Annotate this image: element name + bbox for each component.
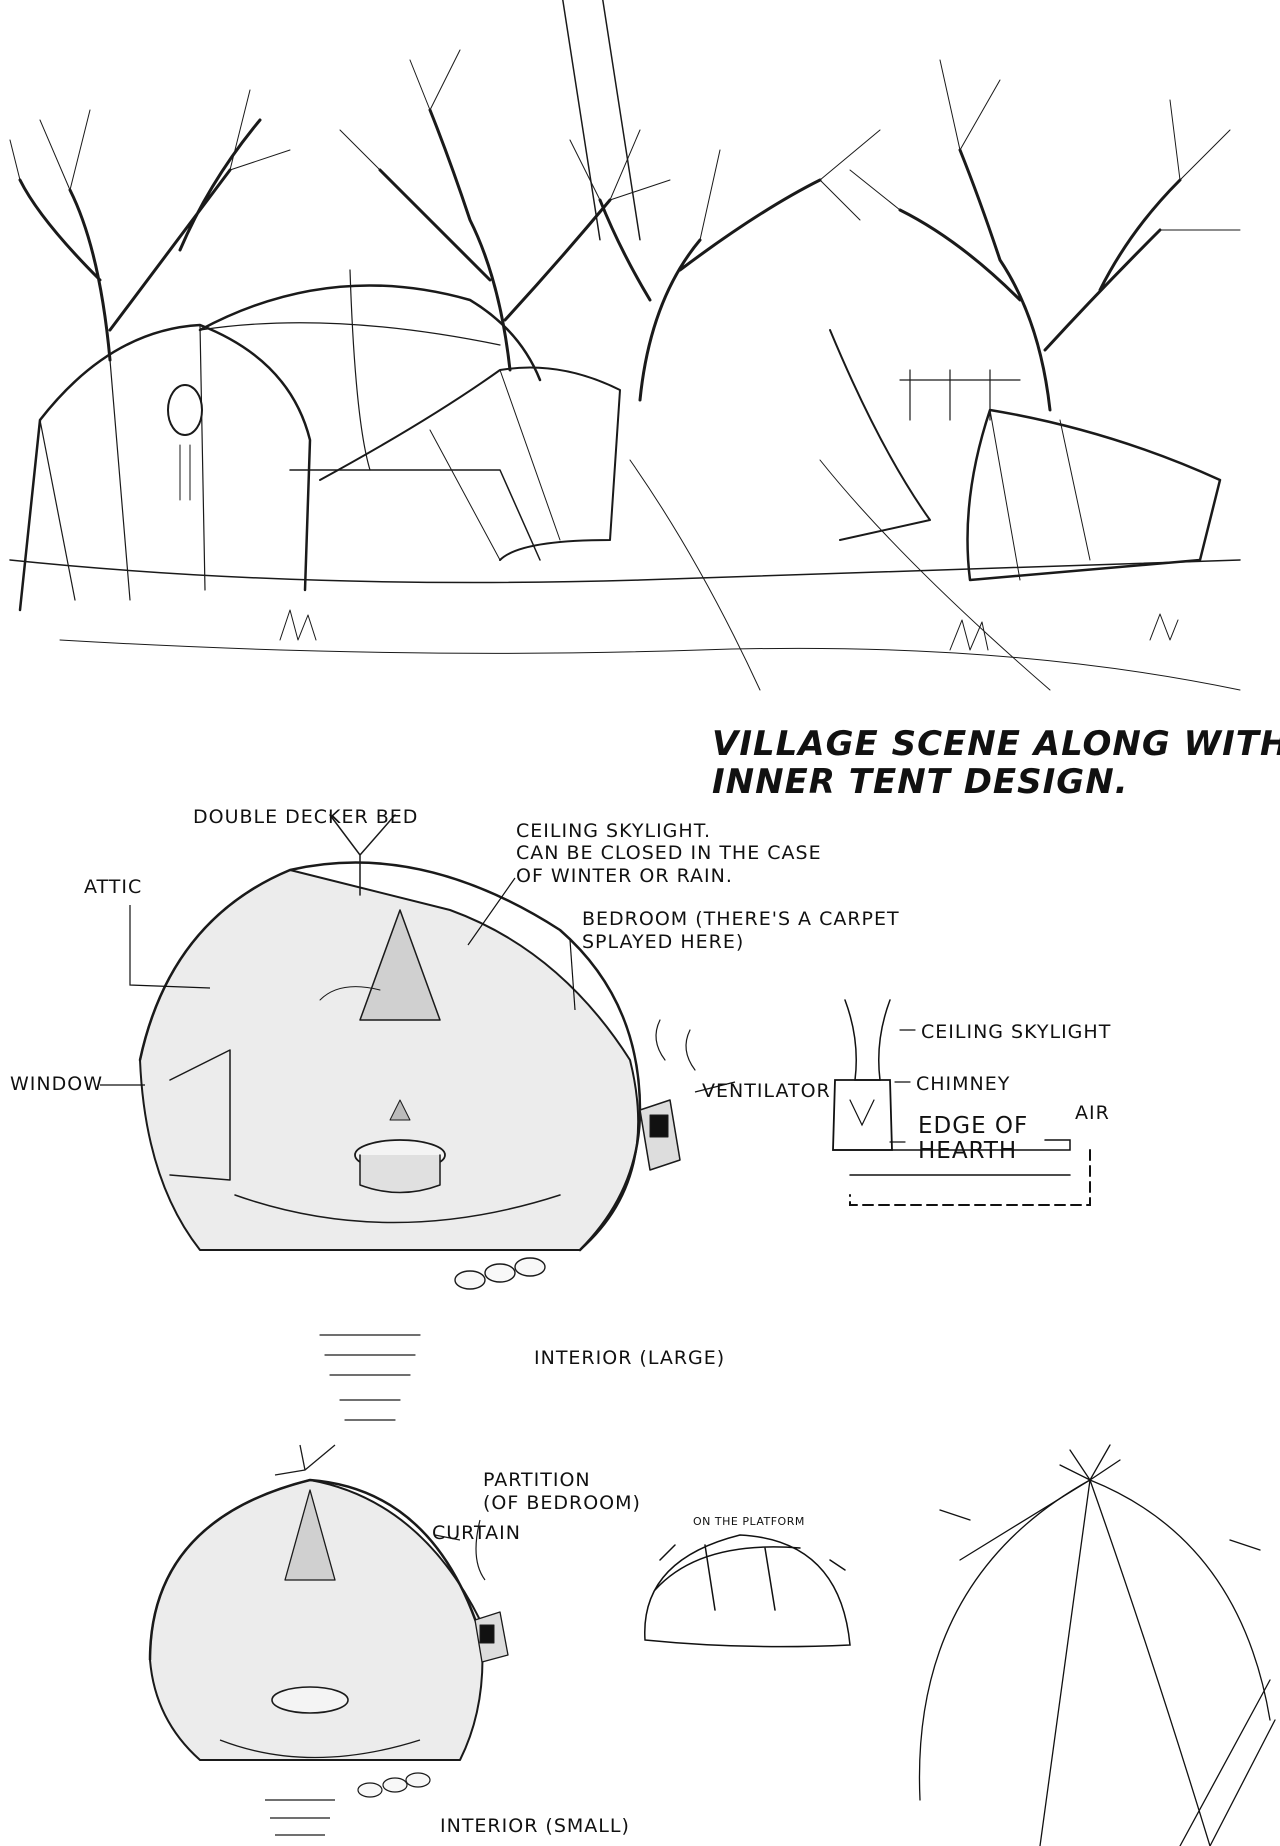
label-bedroom-1: BEDROOM (THERE'S A CARPET bbox=[582, 908, 900, 930]
chimney-label-edge-of-hearth-1: EDGE OF bbox=[918, 1113, 1029, 1139]
scene-title-line-2: INNER TENT DESIGN. bbox=[712, 762, 1129, 802]
label-partition-2: (OF BEDROOM) bbox=[483, 1492, 641, 1514]
chimney-label-chimney: CHIMNEY bbox=[916, 1073, 1011, 1095]
label-attic: ATTIC bbox=[84, 876, 143, 898]
label-ceiling-skylight-note-2: CAN BE CLOSED IN THE CASE bbox=[516, 842, 822, 864]
label-interior-small: INTERIOR (SMALL) bbox=[440, 1815, 630, 1837]
label-partition-1: PARTITION bbox=[483, 1469, 591, 1491]
chimney-label-edge-of-hearth-2: HEARTH bbox=[918, 1138, 1018, 1164]
label-ceiling-skylight-note-1: CEILING SKYLIGHT. bbox=[516, 820, 712, 842]
scene-title-line-1: VILLAGE SCENE ALONG WITH bbox=[712, 724, 1280, 764]
label-ventilator: VENTILATOR bbox=[702, 1080, 831, 1102]
callout-lines bbox=[100, 877, 736, 1093]
interior-large-illustration bbox=[138, 814, 696, 1421]
village-scene-illustration bbox=[9, 0, 1241, 691]
structure-sketch bbox=[918, 1444, 1276, 1846]
interior-small-illustration bbox=[148, 1444, 509, 1836]
label-window: WINDOW bbox=[10, 1073, 103, 1095]
label-curtain: CURTAIN bbox=[432, 1522, 521, 1544]
label-bedroom-2: SPLAYED HERE) bbox=[582, 931, 745, 953]
label-on-the-platform: ON THE PLATFORM bbox=[693, 1515, 805, 1528]
chimney-label-air: AIR bbox=[1075, 1102, 1110, 1124]
label-ceiling-skylight-note-3: OF WINTER OR RAIN. bbox=[516, 865, 733, 887]
label-interior-large: INTERIOR (LARGE) bbox=[534, 1347, 726, 1369]
platform-sketch bbox=[644, 1534, 851, 1648]
label-double-decker-bed: DOUBLE DECKER BED bbox=[193, 806, 419, 828]
chimney-label-ceiling-skylight: CEILING SKYLIGHT bbox=[921, 1021, 1112, 1043]
chimney-diagram bbox=[832, 999, 1091, 1206]
